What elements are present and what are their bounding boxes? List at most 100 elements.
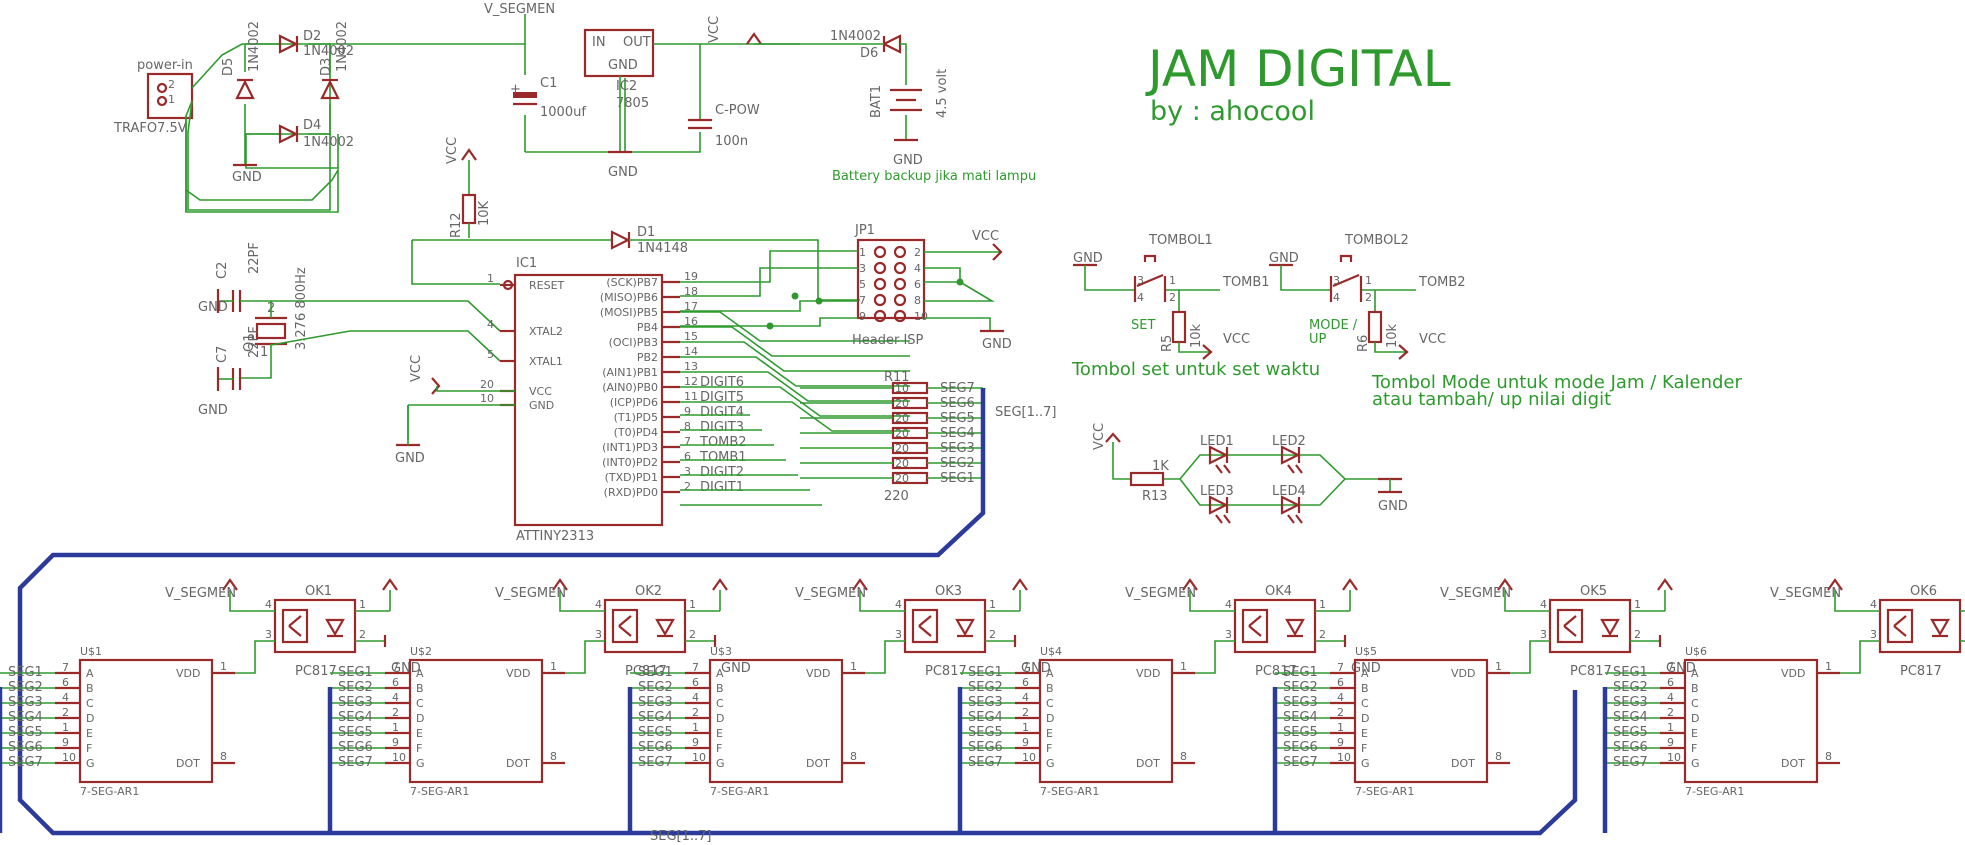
mcu-pin-label: PB2 xyxy=(637,351,658,364)
note-mode-1: Tombol Mode untuk mode Jam / Kalender xyxy=(1371,372,1742,393)
vcc-label: VCC xyxy=(707,16,722,43)
display-4: U$47-SEG-AR1A7SEG1B6SEG2C4SEG3D2SEG4E1SE… xyxy=(957,578,1381,833)
svg-text:1: 1 xyxy=(1169,274,1176,287)
mcu-pin-net: DIGIT4 xyxy=(700,405,744,420)
display-seg-label: SEG7 xyxy=(1613,755,1648,770)
mcu-pin-label: (RXD)PD0 xyxy=(604,486,658,499)
diode-d5: D5 1N4002 xyxy=(221,21,262,100)
svg-text:9: 9 xyxy=(62,736,69,749)
svg-text:D: D xyxy=(716,712,724,725)
display-seg-label: SEG4 xyxy=(1613,710,1648,725)
rnet-seg-label: SEG3 xyxy=(940,441,975,456)
mcu-pin-number: 6 xyxy=(684,450,691,463)
svg-text:1: 1 xyxy=(1319,598,1326,611)
svg-text:1: 1 xyxy=(1365,274,1372,287)
svg-text:GND: GND xyxy=(1351,661,1381,676)
rnet-seg-label: SEG4 xyxy=(940,426,975,441)
svg-text:F: F xyxy=(1046,742,1052,755)
display-seg-label: SEG1 xyxy=(8,665,43,680)
svg-text:LED4: LED4 xyxy=(1272,484,1306,499)
svg-text:IN: IN xyxy=(592,35,606,50)
svg-text:4: 4 xyxy=(62,691,69,704)
svg-text:PC817: PC817 xyxy=(925,664,967,679)
svg-text:3: 3 xyxy=(595,628,602,641)
svg-text:10: 10 xyxy=(392,751,406,764)
mcu-pin-number: 8 xyxy=(684,420,691,433)
svg-text:V_SEGMEN: V_SEGMEN xyxy=(495,586,566,601)
display-seg-label: SEG4 xyxy=(8,710,43,725)
reset-circuit: VCC R12 10K D1 1N4148 xyxy=(411,137,860,301)
svg-text:4: 4 xyxy=(392,691,399,704)
svg-text:A: A xyxy=(1046,667,1054,680)
svg-text:V_SEGMEN: V_SEGMEN xyxy=(1770,586,1841,601)
svg-text:D2: D2 xyxy=(303,29,321,44)
svg-text:7: 7 xyxy=(1337,661,1344,674)
display-seg-label: SEG2 xyxy=(968,680,1003,695)
svg-text:8: 8 xyxy=(1495,750,1502,763)
svg-text:10: 10 xyxy=(62,751,76,764)
svg-text:LED2: LED2 xyxy=(1272,434,1306,449)
mcu-pin-net: TOMB2 xyxy=(699,435,747,450)
mcu-pin-label: (ICP)PD6 xyxy=(610,396,658,409)
svg-text:B: B xyxy=(86,682,94,695)
svg-text:A: A xyxy=(1691,667,1699,680)
mcu-pin-number: 15 xyxy=(684,330,698,343)
diode-d2: D2 1N4002 xyxy=(278,29,354,59)
rnet-pin: 20 xyxy=(895,397,909,410)
rnet-seg-label: SEG2 xyxy=(940,456,975,471)
mcu-pin-label: XTAL2 xyxy=(529,325,563,338)
svg-text:8: 8 xyxy=(1180,750,1187,763)
display-seg-label: SEG4 xyxy=(1283,710,1318,725)
svg-text:D: D xyxy=(86,712,94,725)
svg-text:F: F xyxy=(416,742,422,755)
mcu-pin-number: 12 xyxy=(684,375,698,388)
svg-text:V_SEGMEN: V_SEGMEN xyxy=(1440,586,1511,601)
svg-text:2: 2 xyxy=(914,246,921,259)
svg-text:9: 9 xyxy=(1022,736,1029,749)
display-seg-label: SEG3 xyxy=(338,695,373,710)
svg-text:GND: GND xyxy=(721,661,751,676)
svg-text:10: 10 xyxy=(692,751,706,764)
svg-text:2: 2 xyxy=(1365,291,1372,304)
svg-text:6: 6 xyxy=(1022,676,1029,689)
svg-text:C: C xyxy=(416,697,424,710)
svg-text:1: 1 xyxy=(1825,660,1832,673)
rnet-pin: 20 xyxy=(895,412,909,425)
svg-text:PC817: PC817 xyxy=(1570,664,1612,679)
svg-text:R11: R11 xyxy=(884,370,910,385)
svg-text:MODE /: MODE / xyxy=(1309,318,1358,333)
svg-text:BAT1: BAT1 xyxy=(869,85,884,118)
svg-text:F: F xyxy=(1361,742,1367,755)
svg-text:F: F xyxy=(716,742,722,755)
svg-text:1: 1 xyxy=(260,345,268,360)
svg-text:C2: C2 xyxy=(215,262,230,279)
display-seg-label: SEG4 xyxy=(338,710,373,725)
mcu-pin-number: 1 xyxy=(487,272,494,285)
display-2: U$27-SEG-AR1A7SEG1B6SEG2C4SEG3D2SEG4E1SE… xyxy=(327,578,751,833)
svg-text:C: C xyxy=(1046,697,1054,710)
mcu-pin-label: (T1)PD5 xyxy=(614,411,658,424)
svg-text:GND: GND xyxy=(1269,251,1299,266)
schematic-title: JAM DIGITAL xyxy=(1145,40,1451,98)
display-1: U$17-SEG-AR1A7SEG1B6SEG2C4SEG3D2SEG4E1SE… xyxy=(0,578,421,833)
svg-text:DOT: DOT xyxy=(176,757,200,770)
svg-text:8: 8 xyxy=(850,750,857,763)
svg-text:1: 1 xyxy=(1180,660,1187,673)
svg-text:OK1: OK1 xyxy=(305,584,332,599)
svg-text:22PF: 22PF xyxy=(247,242,262,274)
svg-text:GND: GND xyxy=(198,300,228,315)
svg-text:OK5: OK5 xyxy=(1580,584,1607,599)
svg-text:B: B xyxy=(416,682,424,695)
header-pin xyxy=(893,245,907,259)
svg-text:JP1: JP1 xyxy=(854,223,875,238)
header-pin xyxy=(893,309,907,323)
svg-text:9: 9 xyxy=(392,736,399,749)
svg-text:E: E xyxy=(86,727,93,740)
svg-text:B: B xyxy=(1046,682,1054,695)
display-seg-label: SEG1 xyxy=(1283,665,1318,680)
rnet-seg-label: SEG6 xyxy=(940,396,975,411)
svg-text:6: 6 xyxy=(1667,676,1674,689)
mcu-pin-label: XTAL1 xyxy=(529,355,563,368)
gnd-label: GND xyxy=(232,170,262,185)
